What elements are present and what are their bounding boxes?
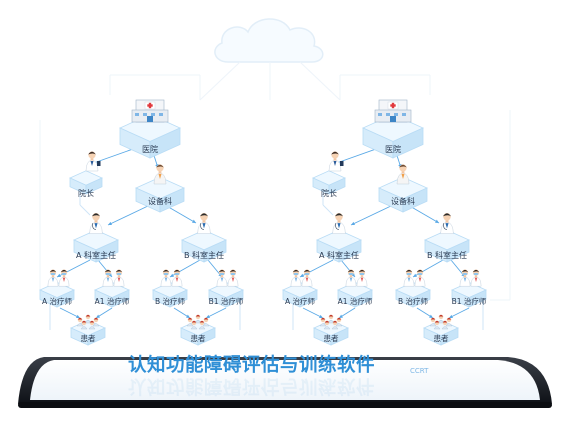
group1-ta-icon — [47, 269, 59, 287]
group2-tb-icon — [403, 269, 415, 287]
group1-ta1-icon-2 — [113, 269, 125, 287]
group2-director-node — [312, 170, 346, 195]
group1-ta1-icon — [102, 269, 114, 287]
group2-tb1-label: B1 治疗师 — [451, 297, 487, 306]
group2-patients-b-label: 患者 — [433, 334, 449, 343]
group1-director-label: 院长 — [78, 189, 94, 198]
group1-patients-b-icon — [186, 314, 210, 330]
group1-director-icon — [85, 151, 101, 172]
group2-link-tb-patients — [416, 307, 434, 319]
group2-tb1-node — [451, 281, 487, 308]
group1-link-equipment-deptb — [164, 204, 197, 224]
group2-link-equipment-depta — [350, 204, 394, 226]
group1-tb-label: B 治疗师 — [154, 297, 186, 306]
group1-equipment-node — [135, 176, 185, 213]
group2-tb1-icon-2 — [470, 269, 482, 287]
group2-tb-icon-2 — [414, 269, 426, 287]
group1-tb-icon — [160, 269, 172, 287]
group2-tb1-icon — [459, 269, 471, 287]
group2-link-ta1-patients — [338, 307, 356, 319]
group1-hospital-label: 医院 — [142, 145, 158, 154]
group2-hospital-icon — [374, 99, 412, 123]
group2-ta-icon-2 — [301, 269, 313, 287]
group1-hospital-icon — [131, 99, 169, 123]
group2-ta-label: A 治疗师 — [284, 297, 316, 306]
cloud-icon — [214, 18, 324, 63]
group1-tb-icon-2 — [171, 269, 183, 287]
group1-ta-label: A 治疗师 — [41, 297, 73, 306]
group1-link-deptb-tb — [169, 259, 201, 278]
product-title-reflection: 认知功能障碍评估与训练软件 — [128, 375, 376, 396]
group2-director-icon — [328, 151, 344, 172]
group1-link-ta-patients — [59, 307, 81, 319]
group2-ta1-label: A1 治疗师 — [337, 297, 373, 306]
group2-link-deptb-tb — [412, 259, 444, 278]
group1-equipment-icon — [153, 164, 167, 185]
group1-dept-b-icon — [197, 213, 211, 234]
group1-link-director-depta — [79, 204, 91, 216]
group2-patients-b-icon — [429, 314, 453, 330]
group2-patients-b-node — [423, 319, 459, 346]
group2-equipment-label: 设备科 — [391, 197, 415, 206]
group2-link-director-depta — [322, 204, 334, 216]
tablet-device — [18, 357, 552, 408]
group2-patients-a-icon — [319, 314, 343, 330]
group1-dept-b-node — [181, 229, 227, 263]
group2-tb-node — [395, 281, 431, 308]
group1-patients-a-icon — [76, 314, 100, 330]
group1-dept-a-node — [73, 229, 119, 263]
group2-dept-a-node — [316, 229, 362, 263]
product-code: CCRT — [410, 367, 429, 375]
group2-link-ta-patients — [302, 307, 324, 319]
group1-link-tb1-patients — [205, 307, 227, 319]
network-lines — [39, 61, 511, 301]
group1-link-ta1-patients — [95, 307, 113, 319]
product-title: 认知功能障碍评估与训练软件 — [128, 355, 376, 376]
group2-ta1-icon-2 — [356, 269, 368, 287]
group2-equipment-icon — [396, 164, 410, 185]
group1-link-equipment-depta — [107, 204, 151, 226]
group1-patients-a-node — [70, 319, 106, 346]
group1-equipment-label: 设备科 — [148, 197, 172, 206]
group1-link-tb-patients — [173, 307, 191, 319]
group2-dept-b-icon — [440, 213, 454, 234]
group2-link-tb1-patients — [448, 307, 470, 319]
group2-patients-a-label: 患者 — [323, 334, 339, 343]
group1-tb-node — [152, 281, 188, 308]
group2-link-equipment-deptb — [407, 204, 440, 224]
group1-tb1-node — [208, 281, 244, 308]
group2-dept-b-label: B 科室主任 — [426, 251, 468, 260]
group2-director-label: 院长 — [321, 189, 337, 198]
group1-tb1-label: B1 治疗师 — [208, 297, 244, 306]
group1-dept-a-icon — [89, 213, 103, 234]
group2-hospital-label: 医院 — [385, 145, 401, 154]
group1-patients-b-label: 患者 — [190, 334, 206, 343]
group1-ta-icon-2 — [58, 269, 70, 287]
group1-dept-b-label: B 科室主任 — [183, 251, 225, 260]
group1-patients-a-label: 患者 — [80, 334, 96, 343]
group1-ta1-node — [94, 281, 130, 308]
group2-dept-b-node — [424, 229, 470, 263]
group2-equipment-node — [378, 176, 428, 213]
group2-ta1-icon — [345, 269, 357, 287]
group2-dept-a-icon — [332, 213, 346, 234]
group2-ta-icon — [290, 269, 302, 287]
group2-dept-a-label: A 科室主任 — [318, 251, 360, 260]
group1-ta-node — [39, 281, 75, 308]
group1-dept-a-label: A 科室主任 — [75, 251, 117, 260]
group2-ta-node — [282, 281, 318, 308]
group1-ta1-label: A1 治疗师 — [94, 297, 130, 306]
group2-tb-label: B 治疗师 — [397, 297, 429, 306]
group1-tb1-icon-2 — [227, 269, 239, 287]
group2-patients-a-node — [313, 319, 349, 346]
group1-director-node — [69, 170, 103, 195]
group1-tb1-icon — [216, 269, 228, 287]
